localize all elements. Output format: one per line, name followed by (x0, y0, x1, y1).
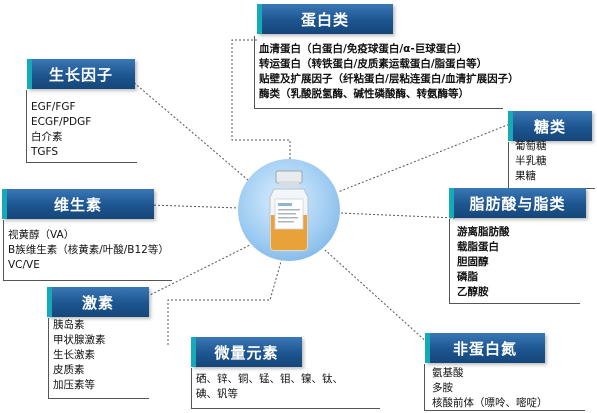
bracket-trace (191, 368, 380, 409)
node-title: 糖类 (533, 117, 566, 136)
item-list-protein: 血清蛋白（白蛋白/免疫球蛋白/α-巨球蛋白） 转运蛋白（转铁蛋白/皮质素运载蛋白… (259, 42, 519, 102)
list-item: 游离脂肪酸 (457, 226, 510, 238)
node-header-lipid: 脂肪酸与脂类 (449, 188, 586, 218)
bracket-npn (424, 364, 585, 411)
list-item: 多胺 (432, 382, 453, 394)
node-title: 非蛋白氮 (452, 339, 517, 358)
list-item: 加压素等 (53, 379, 95, 391)
connector-hormone (139, 244, 251, 301)
node-header-growth: 生长因子 (27, 59, 135, 89)
node-header-trace: 微量元素 (191, 337, 302, 367)
connector-protein (231, 39, 291, 160)
list-item: 血清蛋白（白蛋白/免疫球蛋白/α-巨球蛋白） (259, 43, 468, 55)
list-item: 果糖 (515, 170, 536, 182)
node-title: 微量元素 (214, 343, 279, 362)
node-title: 激素 (81, 293, 114, 312)
connector-sugar (337, 119, 521, 193)
connector-npn (324, 249, 431, 346)
list-item: 核酸前体（嘌呤、嘧啶） (432, 397, 548, 409)
node-header-vitamin: 维生素 (2, 189, 154, 219)
bottle-icon (269, 170, 309, 252)
item-list-vitamin: 视黄醇（VA） B族维生素（核黄素/叶酸/B12等） VC/VE (8, 228, 169, 273)
list-item: 葡萄糖 (515, 140, 547, 152)
list-item: VC/VE (8, 259, 40, 271)
list-item: B族维生素（核黄素/叶酸/B12等） (8, 244, 169, 256)
node-title: 生长因子 (48, 65, 113, 84)
list-item: ECGF/PDGF (31, 116, 92, 128)
list-item: 甲状腺激素 (53, 334, 106, 346)
center-image (238, 159, 340, 261)
node-header-hormone: 激素 (47, 287, 149, 317)
node-header-npn: 非蛋白氮 (425, 333, 545, 363)
item-list-growth: EGF/FGF ECGF/PDGF 白介素 TGFS (31, 100, 91, 160)
list-item: 载脂蛋白 (457, 241, 499, 253)
node-title: 蛋白类 (300, 10, 349, 29)
list-item: 氨基酸 (432, 367, 464, 379)
connector-growth (124, 74, 249, 181)
list-item: 视黄醇（VA） (8, 229, 75, 241)
bracket-hormone (48, 318, 149, 399)
connector-trace (167, 257, 283, 345)
bracket-growth (26, 90, 137, 163)
list-item: 碘、钒等 (196, 388, 238, 400)
item-list-lipid: 游离脂肪酸 载脂蛋白 胆固醇 磷脂 乙醇胺 (457, 225, 510, 300)
node-header-protein: 蛋白类 (257, 4, 393, 34)
bracket-vitamin (3, 220, 172, 281)
list-item: 转运蛋白（转铁蛋白/皮质素运载蛋白/脂蛋白等） (259, 58, 488, 70)
bracket-lipid (449, 219, 580, 304)
list-item: 酶类（乳酸脱氢酶、碱性磷酸酶、转氨酶等） (259, 88, 469, 100)
item-list-npn: 氨基酸 多胺 核酸前体（嘌呤、嘧啶） (432, 366, 548, 411)
connector-lipid (339, 212, 456, 219)
list-item: 皮质素 (53, 364, 85, 376)
list-item: 胆固醇 (457, 256, 489, 268)
connector-vitamin (149, 204, 241, 209)
bracket-protein (254, 36, 503, 109)
list-item: 生长激素 (53, 349, 95, 361)
node-title: 脂肪酸与脂类 (469, 194, 566, 213)
list-item: 乙醇胺 (457, 286, 489, 298)
node-header-sugar: 糖类 (508, 111, 592, 141)
list-item: 胰岛素 (53, 319, 85, 331)
list-item: EGF/FGF (31, 101, 76, 113)
list-item: 贴壁及扩展因子（纤粘蛋白/层粘连蛋白/血清扩展因子） (259, 73, 519, 85)
list-item: 白介素 (31, 131, 63, 143)
list-item: 半乳糖 (515, 155, 547, 167)
node-title: 维生素 (53, 195, 102, 214)
list-item: 磷脂 (457, 271, 478, 283)
item-list-sugar: 葡萄糖 半乳糖 果糖 (515, 139, 547, 184)
list-item: TGFS (31, 146, 59, 158)
item-list-hormone: 胰岛素 甲状腺激素 生长激素 皮质素 加压素等 (53, 318, 106, 393)
list-item: 硒、锌、铜、锰、钼、镍、钛、 (196, 373, 343, 385)
item-list-trace: 硒、锌、铜、锰、钼、镍、钛、 碘、钒等 (196, 372, 343, 402)
